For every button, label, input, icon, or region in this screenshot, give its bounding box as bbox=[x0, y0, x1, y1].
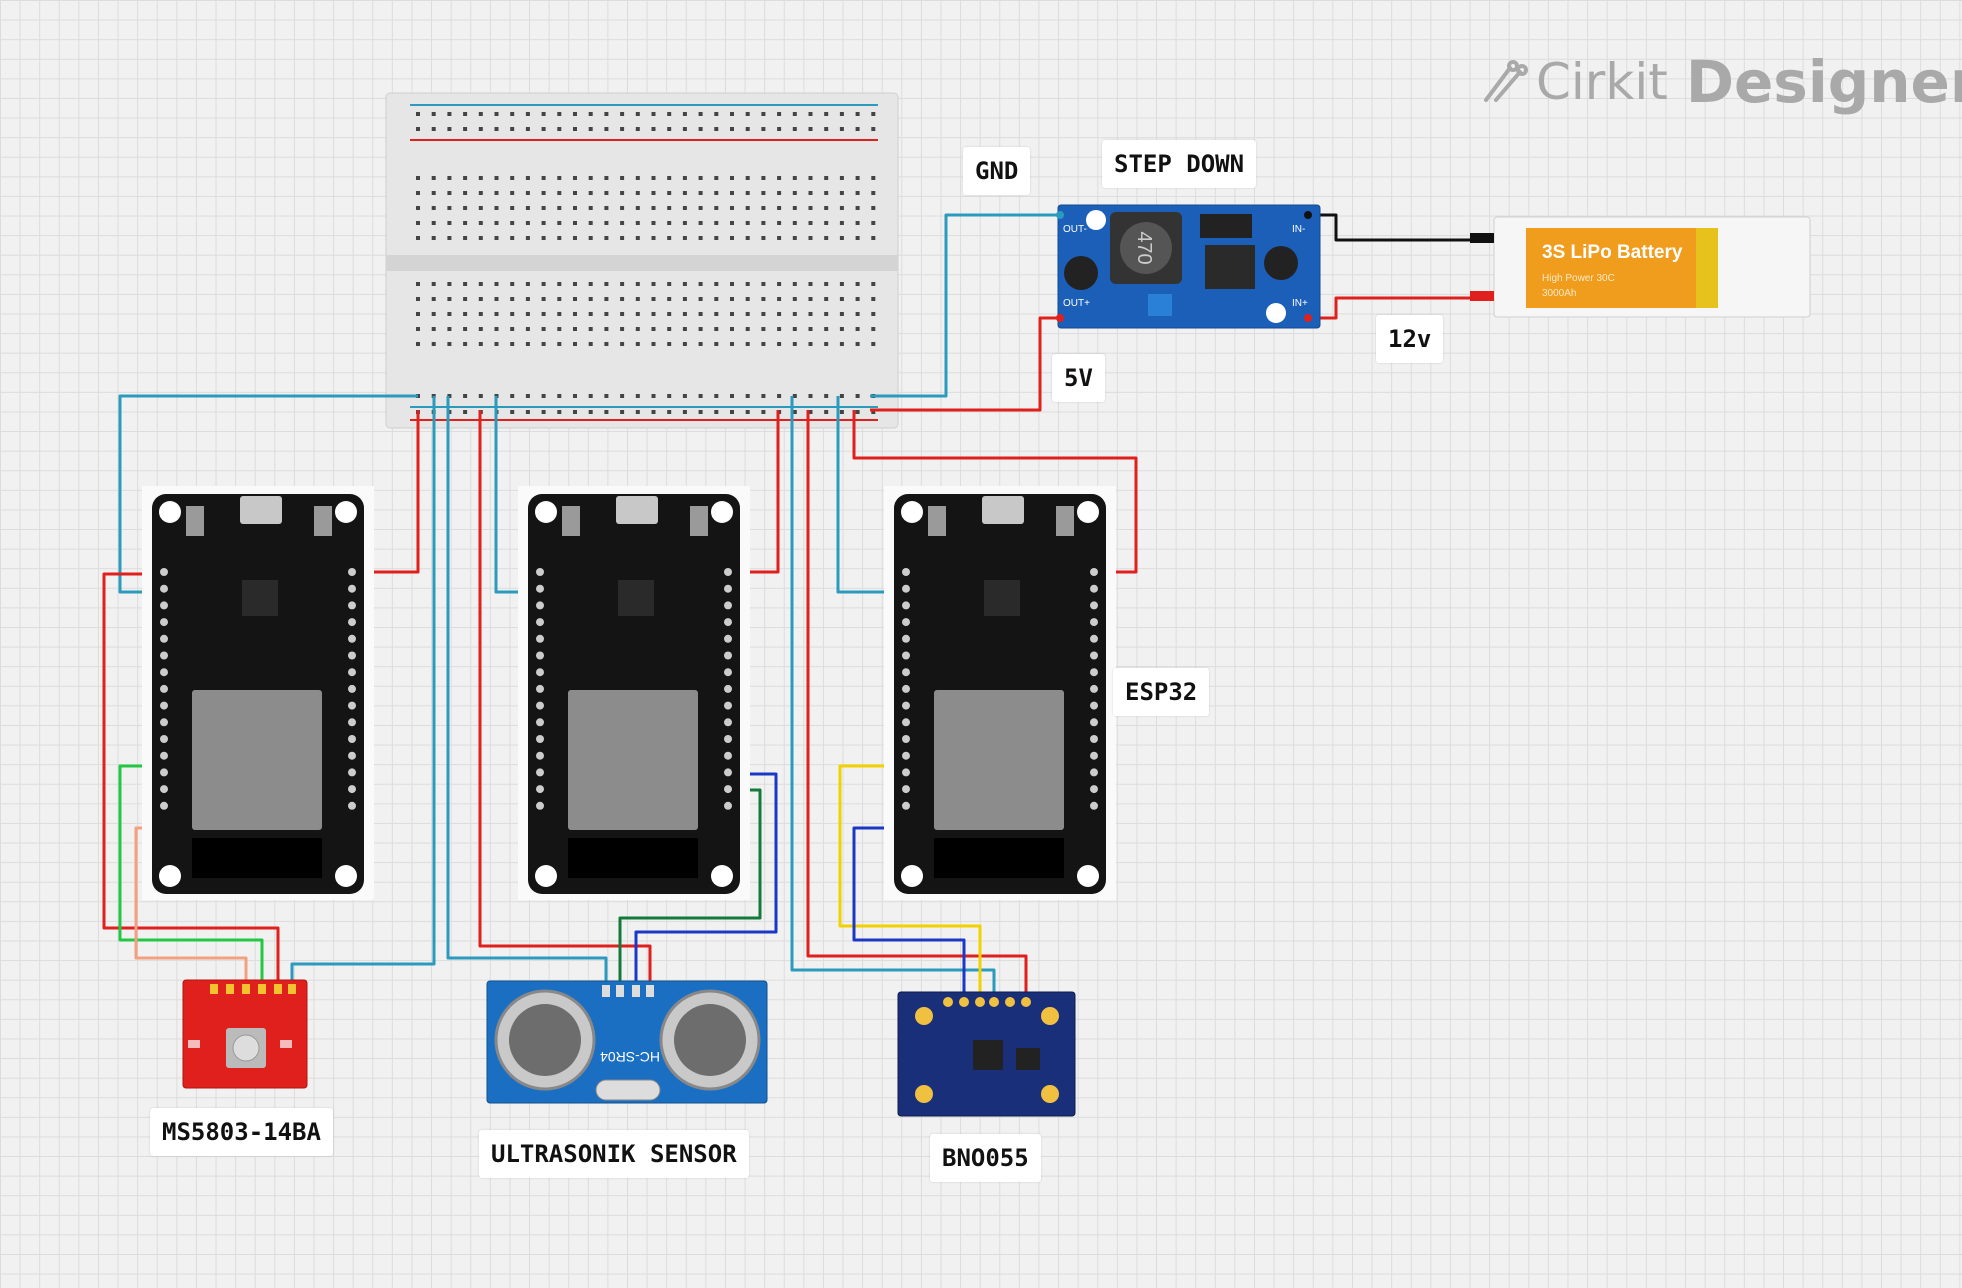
label-esp32: ESP32 bbox=[1113, 668, 1210, 716]
in-minus-label: IN- bbox=[1292, 224, 1305, 235]
in-plus-label: IN+ bbox=[1292, 298, 1308, 309]
label-ultrasonik: ULTRASONIK SENSOR bbox=[479, 1130, 749, 1178]
wire-19[interactable] bbox=[870, 213, 1060, 398]
brand-name-light: Cirkit bbox=[1536, 53, 1668, 111]
brand-name-bold: Designer bbox=[1685, 48, 1962, 116]
wire-1[interactable] bbox=[118, 394, 418, 594]
wire-20[interactable] bbox=[870, 316, 1060, 412]
hcsr04-model-label: HC-SR04 bbox=[600, 1049, 660, 1065]
wire-4[interactable] bbox=[118, 764, 264, 980]
ms5803-sensor[interactable] bbox=[182, 979, 308, 1089]
wire-3[interactable] bbox=[102, 572, 280, 980]
battery-line1: High Power 30C bbox=[1542, 273, 1615, 284]
step-down-regulator[interactable]: 470 OUT- OUT+ IN- IN+ bbox=[1056, 204, 1321, 329]
lipo-battery[interactable]: 3S LiPo Battery High Power 30C 3000Ah bbox=[1470, 216, 1811, 318]
cirkit-logo-icon bbox=[1484, 60, 1528, 102]
wire-17[interactable] bbox=[838, 764, 982, 998]
wire-18[interactable] bbox=[852, 826, 966, 998]
wire-7[interactable] bbox=[446, 396, 608, 985]
wire-11[interactable] bbox=[634, 772, 778, 985]
wire-14[interactable] bbox=[806, 410, 1028, 998]
esp32-board-2[interactable] bbox=[518, 486, 750, 900]
wire-8[interactable] bbox=[478, 410, 652, 985]
wire-13[interactable] bbox=[790, 396, 996, 998]
out-minus-label: OUT- bbox=[1063, 224, 1087, 235]
wire-16[interactable] bbox=[852, 410, 1138, 574]
bno055-sensor[interactable] bbox=[897, 991, 1076, 1117]
inductor-label: 470 bbox=[1133, 231, 1155, 264]
hc-sr04-sensor[interactable]: HC-SR04 bbox=[486, 980, 768, 1104]
wire-2[interactable] bbox=[360, 410, 420, 574]
wire-21[interactable] bbox=[1308, 213, 1470, 242]
label-gnd: GND bbox=[963, 147, 1031, 195]
wire-6[interactable] bbox=[290, 396, 436, 980]
label-5v: 5V bbox=[1052, 354, 1105, 402]
wire-22[interactable] bbox=[1308, 296, 1470, 320]
out-plus-label: OUT+ bbox=[1063, 298, 1090, 309]
label-step-down: STEP DOWN bbox=[1102, 140, 1257, 188]
battery-title: 3S LiPo Battery bbox=[1542, 242, 1683, 263]
esp32-board-3[interactable] bbox=[884, 486, 1116, 900]
wire-12[interactable] bbox=[618, 788, 762, 985]
battery-line2: 3000Ah bbox=[1542, 288, 1576, 299]
esp32-board-1[interactable] bbox=[142, 486, 374, 900]
label-bno055: BNO055 bbox=[930, 1134, 1041, 1182]
label-ms5803: MS5803-14BA bbox=[150, 1108, 333, 1156]
cirkit-designer-logo: Cirkit Designer bbox=[1480, 48, 1962, 116]
label-12v: 12v bbox=[1376, 315, 1444, 363]
breadboard[interactable] bbox=[385, 92, 899, 429]
wire-15[interactable] bbox=[836, 396, 900, 594]
